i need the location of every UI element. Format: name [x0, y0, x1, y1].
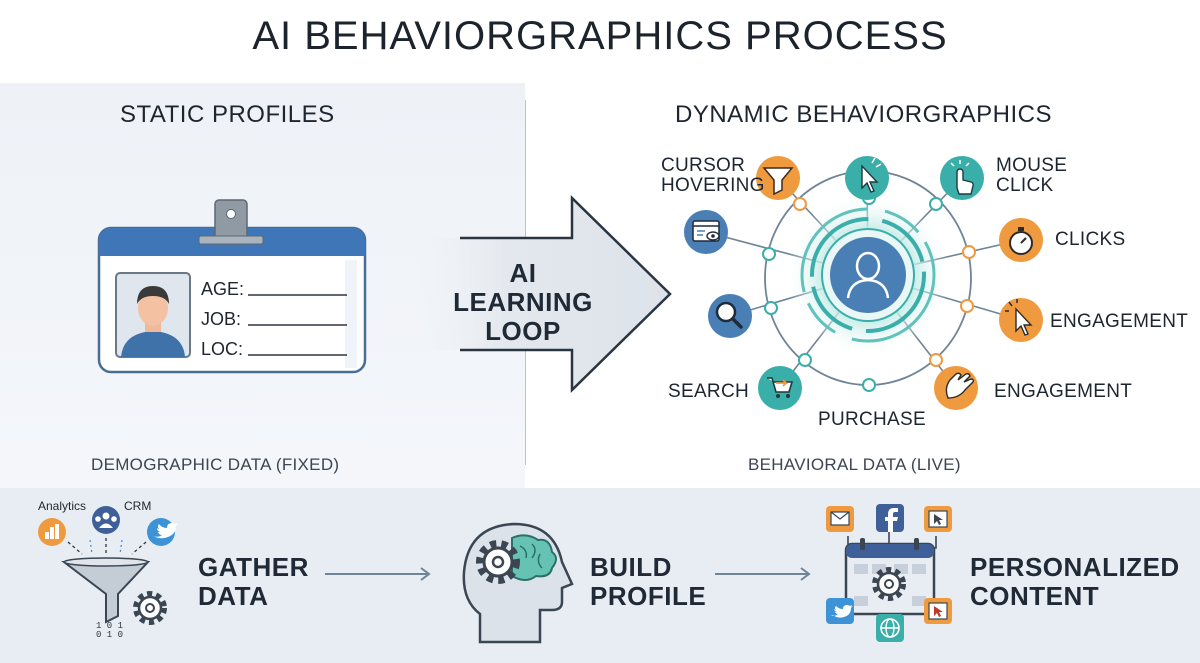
engagement-label-1: ENGAGEMENT	[1050, 311, 1189, 332]
pointer-click-icon	[999, 298, 1043, 342]
pointer-click-icon	[924, 598, 952, 624]
dynamic-behaviorgraphics-heading: DYNAMIC BEHAVIORGRAPHICS	[675, 101, 1052, 128]
build-profile-label: BUILD PROFILE	[590, 552, 707, 611]
process-band	[0, 488, 1200, 663]
loc-field-label: LOC:	[201, 339, 244, 359]
svg-text:1 0 1: 1 0 1	[96, 621, 123, 631]
gather-data-label: GATHER DATA	[198, 552, 309, 611]
search-icon	[708, 294, 752, 338]
pointer-click-icon	[924, 506, 952, 532]
ai-learning-loop-label: AI LEARNING LOOP	[453, 258, 593, 346]
facebook-icon	[876, 504, 904, 532]
mouse-click-label: MOUSE CLICK	[996, 155, 1068, 196]
demographic-caption: DEMOGRAPHIC DATA (FIXED)	[91, 455, 340, 474]
funnel-icon	[756, 156, 800, 200]
stopwatch-icon	[999, 218, 1043, 262]
bar-chart-icon	[38, 518, 66, 546]
hand-click-icon	[940, 156, 984, 200]
gear-icon	[872, 567, 906, 601]
gather-data-illustration: 1 0 1 0 1 0	[38, 506, 178, 640]
static-profiles-heading: STATIC PROFILES	[120, 101, 335, 128]
globe-icon	[876, 614, 904, 642]
age-field-label: AGE:	[201, 279, 245, 299]
step-arrow-2	[715, 567, 811, 581]
personalized-content-illustration	[826, 504, 952, 642]
step-arrow-1	[325, 567, 431, 581]
analytics-label: Analytics	[38, 499, 87, 513]
crm-label: CRM	[124, 499, 152, 513]
cursor-icon	[845, 156, 889, 200]
engagement-label-2: ENGAGEMENT	[994, 381, 1133, 402]
arrow-icon	[420, 195, 672, 393]
head-brain-icon	[462, 522, 574, 644]
purchase-label: PURCHASE	[818, 409, 926, 430]
team-icon	[92, 506, 120, 534]
twitter-icon	[826, 598, 854, 624]
user-icon	[846, 251, 890, 299]
mail-icon	[826, 506, 854, 532]
job-field-label: JOB:	[201, 309, 242, 329]
search-label: SEARCH	[668, 381, 749, 402]
gear-icon	[133, 591, 167, 625]
field-lines	[248, 294, 347, 356]
browser-eye-icon	[684, 210, 728, 254]
avatar-icon	[115, 272, 191, 358]
behavior-network	[684, 156, 1043, 410]
personalized-content-label: PERSONALIZED CONTENT	[970, 552, 1180, 611]
svg-text:0 1 0: 0 1 0	[96, 630, 123, 640]
cart-icon	[758, 366, 802, 410]
clap-hand-icon	[934, 366, 978, 410]
page-title: AI BEHAVIORGRAPHICS PROCESS	[252, 14, 948, 58]
clicks-label: CLICKS	[1055, 229, 1126, 250]
twitter-icon	[147, 518, 178, 546]
cursor-hovering-label: CURSOR HOVERING	[661, 155, 765, 196]
id-badge-icon	[97, 199, 367, 374]
behavioral-caption: BEHAVIORAL DATA (LIVE)	[748, 455, 961, 474]
